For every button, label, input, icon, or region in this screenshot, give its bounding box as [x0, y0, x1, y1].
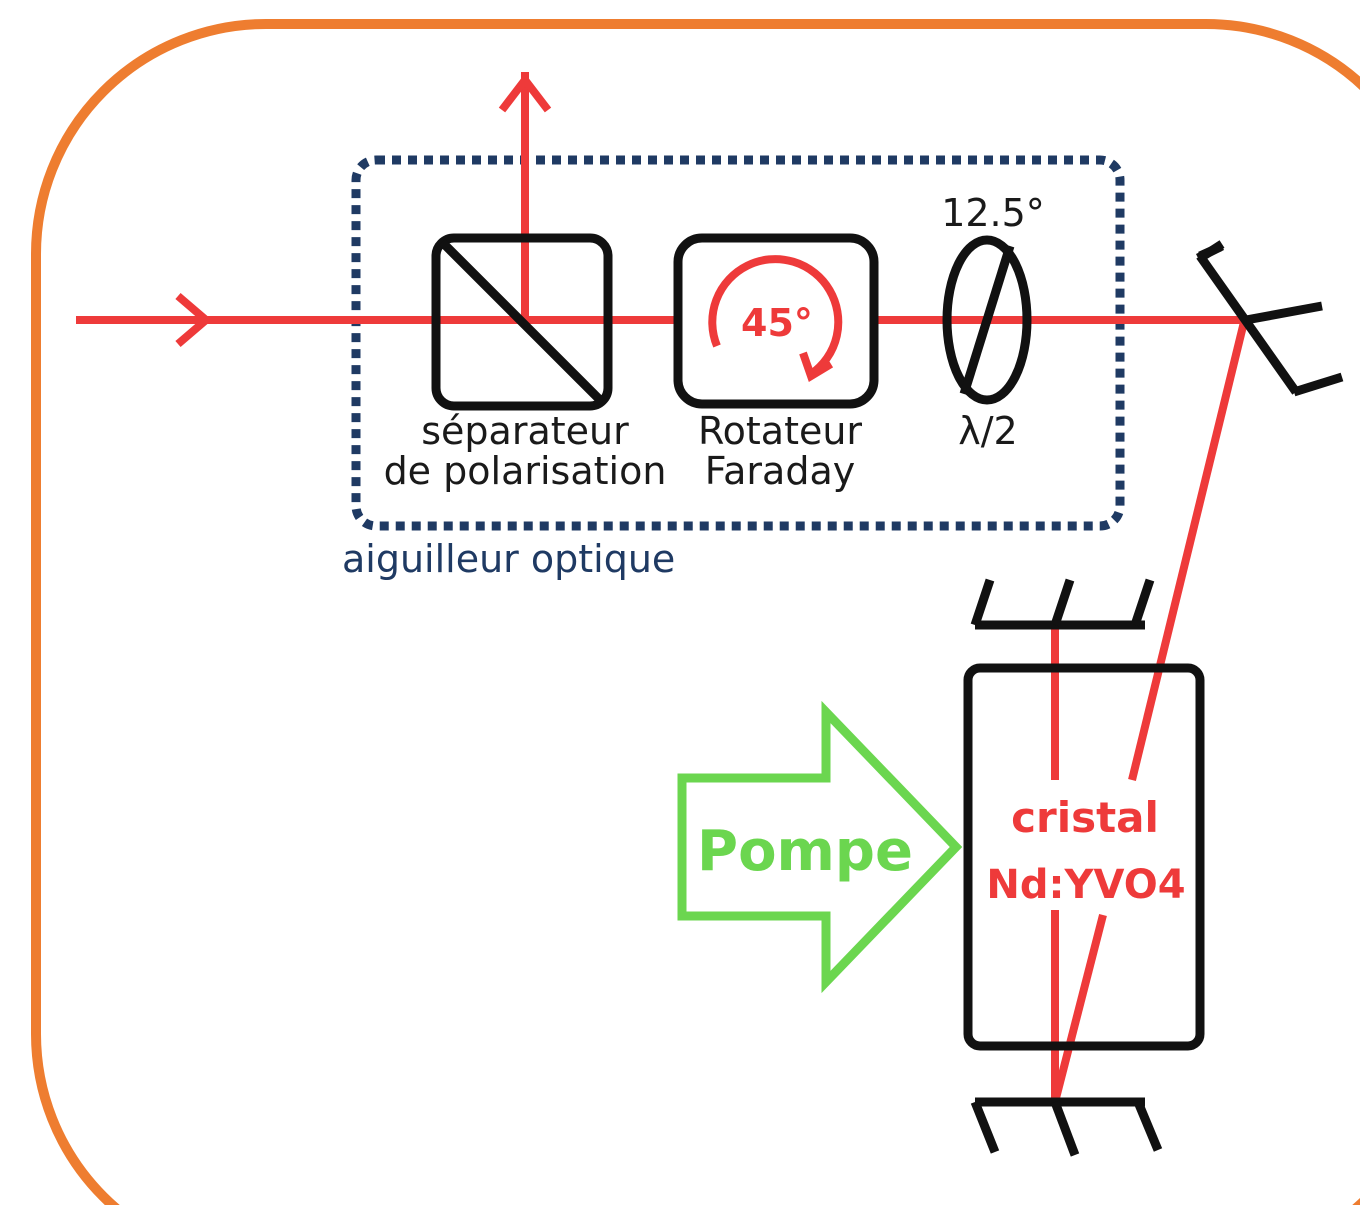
rotator-label-line2: Faraday: [705, 449, 855, 493]
top-cavity-mirror: [970, 578, 1155, 630]
isolator-caption: aiguilleur optique: [342, 537, 675, 581]
waveplate-label: λ/2: [958, 409, 1017, 453]
crystal-label-line1: cristal: [1011, 793, 1159, 842]
polarizing-beam-splitter: [431, 233, 613, 411]
crystal-label-line2: Nd:YVO4: [986, 862, 1185, 908]
bottom-cavity-mirror: [970, 1097, 1163, 1157]
folded-beam: [1128, 321, 1248, 781]
faraday-rotator: [673, 233, 879, 409]
isolator-box: [351, 155, 1125, 531]
folding-mirror: [1195, 240, 1344, 397]
laser-beams: [76, 72, 1248, 1103]
cavity-beam-right-bottom: [1051, 914, 1107, 1103]
rotator-label-line1: Rotateur: [698, 409, 862, 453]
input-arrow-icon: [175, 292, 213, 348]
output-arrow-icon: [498, 73, 552, 113]
outer-frame: [31, 19, 1360, 1205]
crystal-box: [963, 663, 1205, 1051]
pump-label: Pompe: [697, 819, 913, 884]
rotation-arrow-head-icon: [799, 351, 834, 382]
splitter-label-line2: de polarisation: [384, 449, 667, 493]
rotation-arrow-icon: [708, 255, 843, 378]
half-wave-plate: [942, 235, 1032, 405]
rotator-angle-label: 45°: [741, 301, 813, 345]
pump-arrow-icon: [677, 700, 963, 994]
waveplate-angle-label: 12.5°: [941, 191, 1045, 235]
splitter-label-line1: séparateur: [421, 409, 629, 453]
